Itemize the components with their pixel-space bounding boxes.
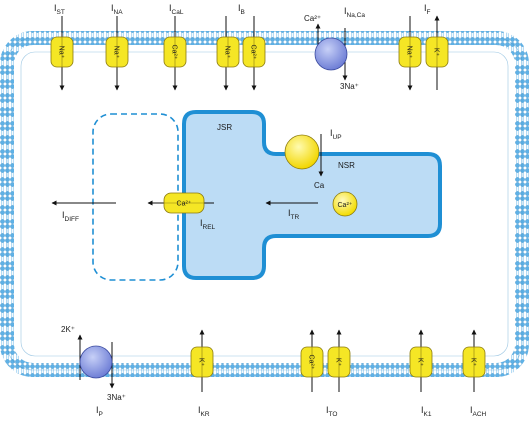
transfer-itr: ITR: [265, 200, 318, 221]
channel-ito: Ca²⁺ K⁺ ITO: [300, 329, 351, 418]
ito-label: ITO: [326, 405, 337, 418]
inaca-label: INa,Ca: [344, 6, 365, 19]
ical-label: ICaL: [169, 3, 184, 16]
ito-ca-ion-label: Ca²⁺: [308, 355, 315, 370]
inaca-na-label: 3Na⁺: [340, 82, 359, 91]
irel-label: IREL: [200, 218, 216, 231]
iach-ion-label: K⁺: [470, 358, 477, 367]
ik1-ion-label: K⁺: [417, 358, 424, 367]
ical-ion-label: Ca²⁺: [171, 45, 178, 60]
channel-iach: K⁺ IACH: [462, 329, 487, 418]
ist-label: IST: [54, 3, 65, 16]
channel-ical: Ca²⁺ ICaL: [163, 3, 187, 91]
pump-ip: 2K⁺ 3Na⁺ IP: [61, 325, 126, 418]
idiff-label: IDIFF: [62, 210, 79, 223]
nsr-ca-ion-label: Ca²⁺: [338, 202, 353, 209]
ina-ion-label: Na⁺: [113, 46, 120, 59]
ina-label: INA: [111, 3, 123, 16]
channel-ina: Na⁺ INA: [105, 3, 129, 91]
if-label: IF: [424, 3, 431, 16]
ip-k-label: 2K⁺: [61, 325, 75, 334]
diffusion-idiff: IDIFF: [51, 200, 116, 223]
ikr-ion-label: K⁺: [198, 358, 205, 367]
if-na-ion-label: Na⁺: [406, 46, 413, 59]
exchanger-inaca: Ca²⁺ 3Na⁺ INa,Ca: [304, 6, 365, 91]
nsr-calcium: Ca²⁺: [332, 191, 358, 217]
channel-ikr: K⁺ IKR: [190, 329, 214, 418]
ip-na-label: 3Na⁺: [107, 393, 126, 402]
ib-ca-ion-label: Ca²⁺: [250, 45, 257, 60]
pump-iup: IUP Ca: [284, 128, 342, 190]
ik1-label: IK1: [421, 405, 432, 418]
sarcoplasmic-reticulum: [182, 110, 442, 280]
irel-ion-label: Ca²⁺: [177, 201, 192, 208]
iup-ca-label: Ca: [314, 181, 325, 190]
nsr-label: NSR: [338, 161, 355, 170]
inaca-ca-label: Ca²⁺: [304, 14, 321, 23]
itr-label: ITR: [288, 208, 299, 221]
channel-if: Na⁺ K⁺ IF: [398, 3, 449, 91]
iach-label: IACH: [470, 405, 487, 418]
channel-ib: Na⁺ Ca²⁺ IB: [216, 3, 266, 91]
iup-label: IUP: [330, 128, 342, 141]
ib-label: IB: [238, 3, 245, 16]
channel-ist: Na⁺ IST: [50, 3, 74, 91]
cell-membrane: [0, 31, 529, 377]
channel-ik1: K⁺ IK1: [409, 329, 433, 418]
if-k-ion-label: K⁺: [433, 48, 440, 57]
ib-na-ion-label: Na⁺: [224, 46, 231, 59]
ip-label: IP: [96, 405, 103, 418]
ito-k-ion-label: K⁺: [335, 358, 342, 367]
channel-irel: Ca²⁺ IREL: [147, 192, 216, 231]
ikr-label: IKR: [198, 405, 210, 418]
jsr-label: JSR: [217, 123, 232, 132]
ist-ion-label: Na⁺: [58, 46, 65, 59]
